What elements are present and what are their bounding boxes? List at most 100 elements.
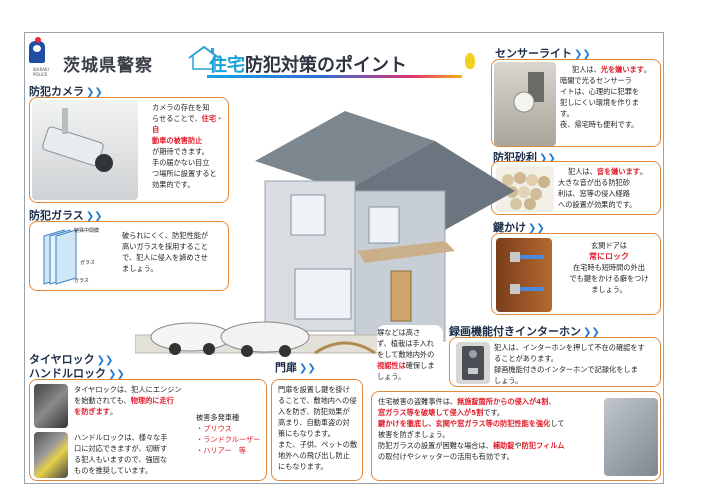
car-lock-panel: タイヤロックは、犯人にエンジン を始動されても、物理的に走行 を防ぎます。 ハン… [29,379,267,481]
glass-panel: 特殊中間膜 ガラス ガラス 破られにくく、防犯性能が 高いガラスを採用すること … [29,221,229,291]
gravel-line-prefix: 犯人は、 [568,167,597,176]
intrusion-line-suffix: です。 [483,408,505,417]
camera-text: カメラの存在を知 らせることで、住宅・自 動車の被害防止 が期待できます。 手の… [152,102,228,190]
camera-panel: カメラの存在を知 らせることで、住宅・自 動車の被害防止 が期待できます。 手の… [29,97,229,203]
camera-red-text: 住宅・自 [152,114,224,134]
sensor-line-prefix: 犯人は、 [572,65,601,74]
chevron-right-icon: ❯❯ [96,355,114,366]
intrusion-line: 鍵かけを徹底し、玄関や窓ガラス等の防犯性能を強化して [378,418,600,429]
handle-lock-line: 口に対応できますが、切断す [74,444,168,453]
handle-lock-line: る犯人もいますので、強固な [74,455,168,464]
fence-red-text: 視認性は [377,361,406,370]
intrusion-line: 防犯ガラスの設置が困難な場合は、補助錠や防犯フィルム [378,440,600,451]
tire-lock-red-text: を防ぎます [74,407,110,416]
sensor-line: 暗闇で光るセンサーラ [560,76,632,85]
handle-lock-title-text: ハンドルロック [29,367,106,380]
intrusion-line: 窓ガラス等を破壊して侵入が5割です。 [378,407,600,418]
police-p-mark-icon [29,41,45,63]
security-camera-icon [42,108,113,172]
gravel-line: 利は、窓等の侵入経路 [558,189,630,198]
gate-title-text: 門扉 [275,361,297,374]
target-cars-title: 被害多発車種 [196,413,240,422]
camera-title-text: 防犯カメラ [29,85,84,98]
glass-text: 破られにくく、防犯性能が 高いガラスを採用すること で、犯人に侵入を諦めさせ ま… [122,230,230,274]
chevron-right-icon: ❯❯ [528,223,545,234]
camera-line: カメラの存在を知 [152,103,210,112]
camera-line: 効果的です。 [152,180,195,189]
handle-lock-photo [34,432,68,478]
camera-line: つ場所に設置すると [152,169,217,178]
sensor-line: 犯人は、光を嫌います。 [560,64,660,75]
key-line: 在宅時も短時間の外出 [573,263,645,272]
tire-lock-red-text: 物理的に走行 [130,396,174,405]
window-lock-photo [604,398,658,476]
fence-line: 塀などは高さ [377,328,421,337]
intercom-title-text: 録画機能付きインターホン [449,325,581,338]
logo-dot-icon [35,37,41,43]
camera-photo [32,100,138,200]
target-car-item: ・プリウス [196,424,232,433]
target-car-item: ・ハリアー 等 [196,446,246,455]
key-panel: 玄関ドアは 常にロック 在宅時も短時間の外出 でも鍵をかける癖をつけ ましょう。 [491,233,661,315]
title-rest: 防犯対策のポイント [245,55,407,76]
chevron-right-icon: ❯❯ [108,369,125,380]
sensor-line: 夜、帰宅時も便利です。 [560,120,639,129]
sensor-line: イトは、心理的に犯罪を [560,87,640,96]
glass-label: ガラス [80,260,95,266]
key-section-title: 鍵かけ❯❯ [493,219,545,235]
glass-diagram: 特殊中間膜 ガラス ガラス [34,226,114,288]
chevron-right-icon: ❯❯ [574,49,591,60]
page-title: 住宅防犯対策のポイント [187,39,487,79]
intrusion-red-text: 窓ガラス等を破壊して侵入が5割 [378,408,484,417]
chevron-right-icon: ❯❯ [86,87,103,98]
handle-lock-section-title: ハンドルロック❯❯ [29,365,125,381]
intercom-line: しょう。 [494,376,523,385]
intercom-section-title: 録画機能付きインターホン❯❯ [449,323,600,339]
glass-line: 高いガラスを採用すること [122,242,209,251]
camera-section-title: 防犯カメラ❯❯ [29,83,103,99]
camera-line: 手の届かない目立 [152,158,210,167]
gate-line: また、子供、ペットの敷 [278,440,358,449]
sensor-line: す。 [560,109,574,118]
gravel-red-text: 音を嫌います [596,167,640,176]
gravel-photo [496,166,554,212]
camera-line-prefix: らせることで、 [152,114,202,123]
gate-line: 入を防ぎ、防犯効果が [278,407,350,416]
gate-line: 策にもなります。 [278,429,335,438]
sensor-light-icon [513,72,544,113]
cars-and-wall-illustration [135,321,425,357]
intrusion-line-prefix: 防犯ガラスの設置が困難な場合は、 [378,441,493,450]
title-prefix: 住宅 [209,55,245,76]
camera-line: らせることで、住宅・自 [152,113,228,135]
key-text: 玄関ドアは 常にロック 在宅時も短時間の外出 でも鍵をかける癖をつけ ましょう。 [558,240,660,295]
glass-line: で、犯人に侵入を諦めさせ [122,253,208,262]
tire-lock-line-suffix: 。 [109,407,118,416]
gate-line: ることで、敷地内への侵 [278,396,357,405]
camera-line: が期待できます。 [152,147,209,156]
house-outline-icon [188,45,220,70]
gravel-line-suffix: 。 [639,167,648,176]
intercom-photo [456,342,490,384]
tire-lock-section-title: タイヤロック❯❯ [29,351,113,367]
handle-lock-text: ハンドルロックは、様々な手 口に対応できますが、切断す る犯人もいますので、強固… [74,432,186,476]
gate-line: 地外への飛び出し防止 [278,451,350,460]
gravel-section-title: 防犯砂利❯❯ [493,149,556,165]
fence-line: しょう。 [377,372,406,381]
title-underline [207,75,462,78]
tire-lock-line-prefix: を始動されても、 [74,396,131,405]
gravel-line: への設置が効果的です。 [558,200,637,209]
chevron-right-icon: ❯❯ [299,363,316,374]
door-key-photo [496,238,552,312]
sensor-line: 犯しにくい環境を作りま [560,98,639,107]
chevron-right-icon: ❯❯ [539,153,556,164]
intercom-icon [462,346,484,380]
intrusion-red-text: 無施錠箇所からの侵入が4割 [457,397,549,406]
key-line: ましょう。 [591,285,627,294]
sensor-section-title: センサーライト❯❯ [495,45,591,61]
org-name: 茨城県警察 [63,56,153,76]
glass-line: 破られにくく、防犯性能が [122,231,209,240]
chevron-right-icon: ❯❯ [583,327,600,338]
intercom-line: 犯人は、インターホンを押して不在の確認をす [494,343,645,352]
intrusion-red-text: 鍵かけを徹底し、玄関や窓ガラス等の防犯性能を強化 [378,419,551,428]
flyer-sheet: IBARAKI POLICE 茨城県警察 住宅防犯対策のポイント 防犯カメラ❯❯… [24,32,664,484]
